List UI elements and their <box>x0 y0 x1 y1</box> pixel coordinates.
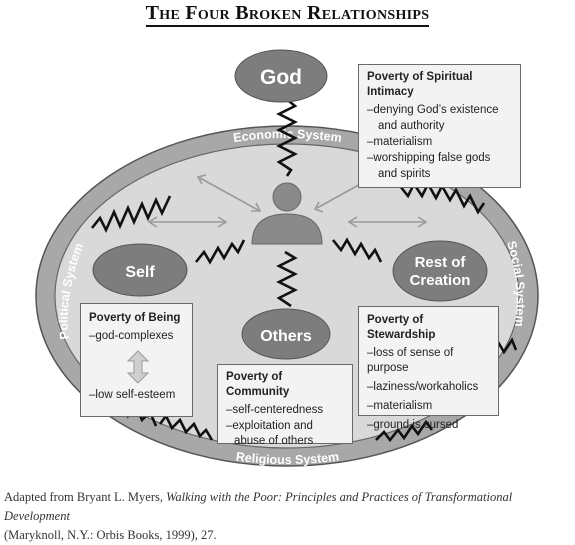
zigzag-others <box>276 250 298 308</box>
broken-zigzags <box>194 96 383 308</box>
caption-prefix: Adapted from Bryant L. Myers, <box>4 490 167 504</box>
stewardship-item: –ground is cursed <box>367 419 459 431</box>
spiritual-item: and authority <box>378 120 445 132</box>
being-heading: Poverty of Being <box>89 312 181 324</box>
arrow-self-top <box>199 177 259 211</box>
creation-label-line2: Creation <box>410 272 471 289</box>
being-item: –low self-esteem <box>89 389 176 401</box>
spiritual-intimacy-box: Poverty of Spiritual Intimacy –denying G… <box>358 64 521 188</box>
diagram-title: The Four Broken Relationships <box>0 2 575 27</box>
caption-book-title: Walking with the Poor: Principles and Pr… <box>4 490 513 523</box>
stewardship-item: –laziness/workaholics <box>367 381 479 393</box>
stewardship-heading: Poverty of Stewardship <box>367 314 436 341</box>
others-bubble <box>241 308 331 360</box>
spiritual-item: –materialism <box>367 136 433 148</box>
self-label: Self <box>125 264 155 281</box>
religious-system-label: Religious System <box>235 450 340 467</box>
poverty-of-being-box: Poverty of Being –god-complexes –low sel… <box>80 303 193 417</box>
spiritual-item: and spirits <box>378 168 431 180</box>
source-caption: Adapted from Bryant L. Myers, Walking wi… <box>4 488 574 545</box>
zigzag-creation <box>331 237 383 263</box>
economic-system-label: Economic System <box>232 127 342 145</box>
double-arrows <box>147 173 428 228</box>
band-zigzag-upper-left <box>90 195 172 234</box>
zigzag-god <box>276 96 298 177</box>
caption-suffix: (Maryknoll, N.Y.: Orbis Books, 1999), 27… <box>4 528 217 542</box>
self-bubble <box>92 243 188 297</box>
community-item: –exploitation and <box>226 420 313 432</box>
spiritual-item: –worshipping false gods <box>367 152 491 164</box>
creation-label-line1: Rest of <box>415 254 467 271</box>
community-item: –self-centeredness <box>226 404 324 416</box>
stewardship-item: –loss of sense of purpose <box>367 347 454 374</box>
being-item: –god-complexes <box>89 330 174 342</box>
up-down-arrow-icon <box>126 350 150 384</box>
spiritual-item: –denying God’s existence <box>367 104 499 116</box>
band-zigzag-lower-right <box>375 419 434 443</box>
spiritual-heading: Poverty of Spiritual Intimacy <box>367 71 473 98</box>
creation-bubble <box>392 240 488 302</box>
god-bubble <box>234 49 328 103</box>
others-label: Others <box>260 328 312 345</box>
community-heading: Poverty of Community <box>226 371 290 398</box>
poverty-of-community-box: Poverty of Community –self-centeredness … <box>217 364 353 447</box>
stewardship-item: –materialism <box>367 400 433 412</box>
community-item: abuse of others <box>234 435 314 447</box>
band-zigzag-lower-left-2 <box>158 413 214 441</box>
zigzag-self <box>194 239 246 265</box>
god-label: God <box>260 66 302 89</box>
person-icon <box>251 182 323 245</box>
poverty-of-stewardship-box: Poverty of Stewardship –loss of sense of… <box>358 306 499 431</box>
